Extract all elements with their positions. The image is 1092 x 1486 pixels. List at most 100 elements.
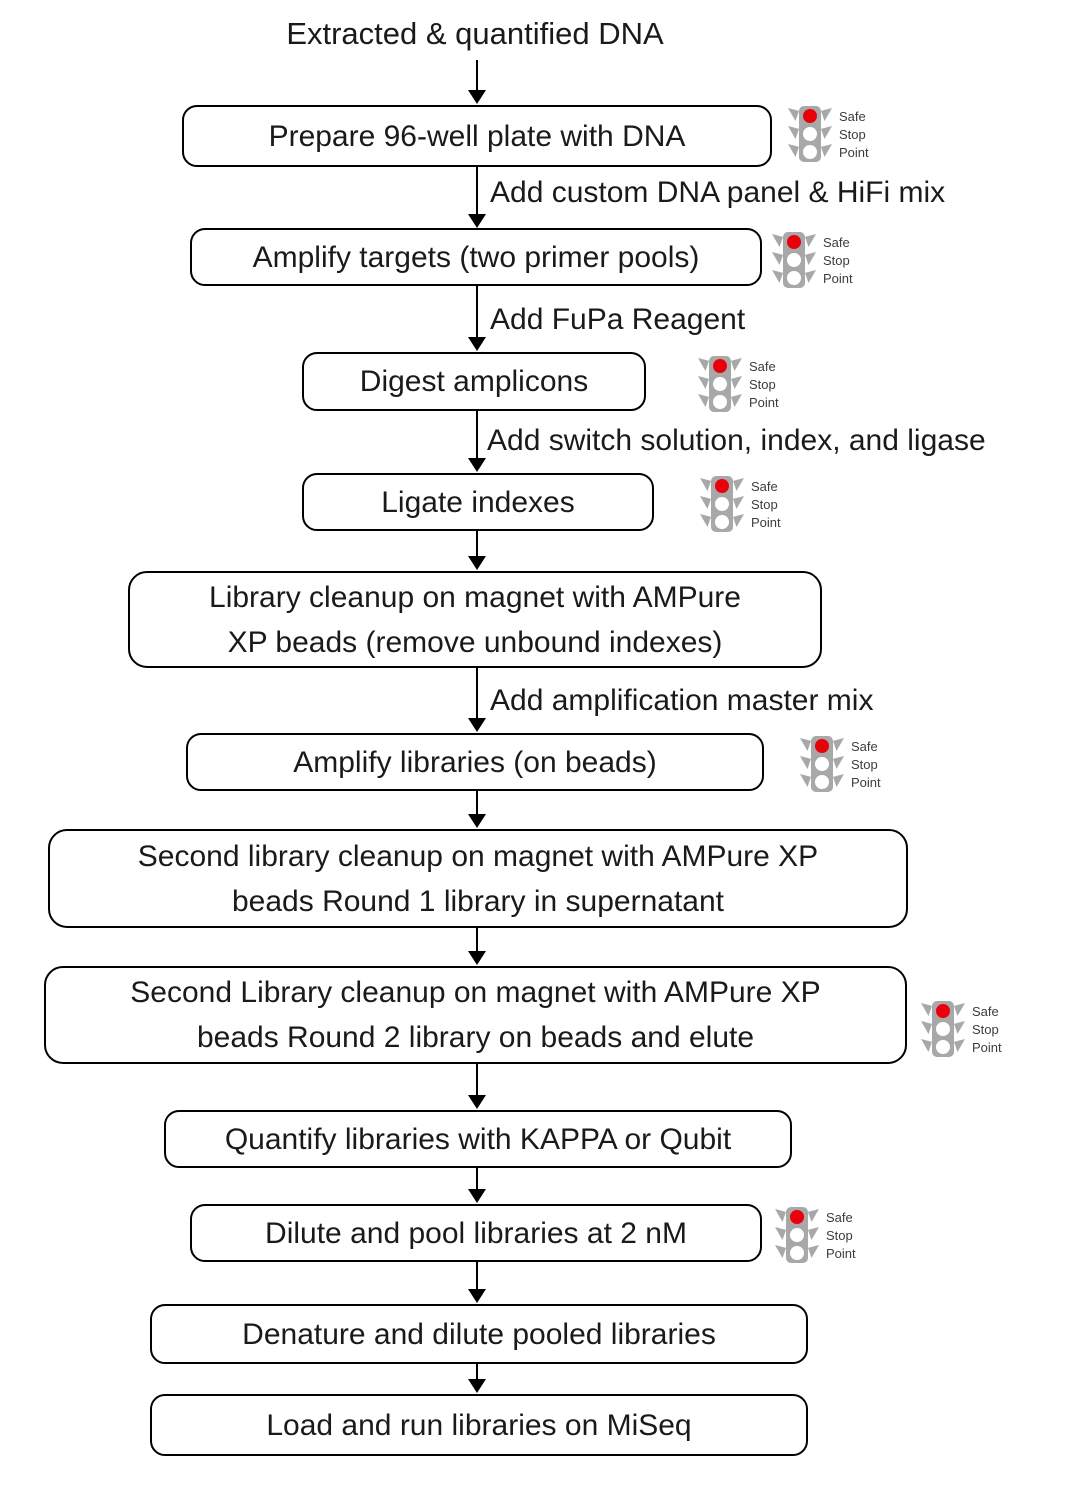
flow-arrow-down [467, 285, 486, 351]
red-light [713, 359, 727, 373]
traffic-light-visor [805, 234, 816, 247]
off-light [936, 1022, 950, 1036]
off-light [713, 377, 727, 391]
step-label-line-2: XP beads (remove unbound indexes) [227, 625, 723, 659]
edge-label-add-amplification-mix: Add amplification master mix [490, 684, 874, 717]
step-label: Amplify libraries (on beads) [293, 745, 657, 779]
traffic-light-visor [821, 108, 832, 121]
off-light [803, 145, 817, 159]
traffic-light-visor [772, 270, 783, 283]
flow-arrow-down [467, 791, 486, 828]
step-label: Quantify libraries with KAPPA or Qubit [224, 1122, 732, 1156]
step-ligate-indexes: Ligate indexes [302, 473, 654, 531]
safe-stop-point-label: Safe Stop Point [749, 358, 779, 410]
traffic-light-visor [700, 478, 711, 491]
safe-stop-point-label: Safe Stop Point [826, 1209, 856, 1261]
traffic-light-visor [731, 394, 742, 407]
off-light [790, 1228, 804, 1242]
traffic-light-visor [800, 774, 811, 787]
traffic-light-visor [833, 756, 844, 769]
step-label-line-2: beads Round 1 library in supernatant [232, 884, 724, 918]
traffic-light-visor [733, 514, 744, 527]
step-dilute-and-pool-libraries: Dilute and pool libraries at 2 nM [190, 1204, 762, 1262]
traffic-light-visor [833, 738, 844, 751]
safe-stop-point-indicator: Safe Stop Point [788, 106, 869, 163]
off-light [815, 757, 829, 771]
traffic-light-visor [800, 756, 811, 769]
traffic-light-visor [775, 1209, 786, 1222]
safe-stop-point-label: Safe Stop Point [823, 234, 853, 286]
flow-arrow-down [467, 167, 486, 228]
safe-stop-point-indicator: Safe Stop Point [921, 1001, 1002, 1058]
red-light [803, 109, 817, 123]
step-label: Digest amplicons [359, 365, 589, 398]
step-label: Load and run libraries on MiSeq [266, 1408, 692, 1442]
safe-stop-point-indicator: Safe Stop Point [698, 356, 779, 413]
traffic-light-icon [772, 232, 816, 289]
step-second-cleanup-round-1: Second library cleanup on magnet with AM… [48, 829, 908, 928]
off-light [787, 253, 801, 267]
off-light [936, 1040, 950, 1054]
step-label: Prepare 96-well plate with DNA [268, 119, 686, 153]
off-light [787, 271, 801, 285]
off-light [803, 127, 817, 141]
step-digest-amplicons: Digest amplicons [302, 352, 646, 411]
flow-arrow-down [467, 531, 486, 570]
red-light [815, 739, 829, 753]
traffic-light-icon [788, 106, 832, 163]
traffic-light-visor [775, 1227, 786, 1240]
traffic-light-visor [698, 376, 709, 389]
traffic-light-visor [700, 514, 711, 527]
traffic-light-visor [772, 234, 783, 247]
off-light [790, 1246, 804, 1260]
flow-arrow-down [467, 60, 486, 104]
flow-arrow-down [467, 411, 486, 472]
traffic-light-visor [788, 126, 799, 139]
safe-stop-point-indicator: Safe Stop Point [775, 1207, 856, 1264]
step-amplify-libraries: Amplify libraries (on beads) [186, 733, 764, 791]
traffic-light-visor [833, 774, 844, 787]
traffic-light-icon [800, 736, 844, 793]
traffic-light-visor [788, 144, 799, 157]
safe-stop-point-indicator: Safe Stop Point [700, 476, 781, 533]
edge-label-add-custom-dna-panel: Add custom DNA panel & HiFi mix [490, 176, 946, 209]
step-label: Denature and dilute pooled libraries [242, 1317, 716, 1351]
red-light [715, 479, 729, 493]
red-light [790, 1210, 804, 1224]
off-light [713, 395, 727, 409]
flow-arrow-down [467, 1262, 486, 1303]
step-label: Ligate indexes [381, 485, 575, 519]
traffic-light-visor [954, 1003, 965, 1016]
traffic-light-visor [808, 1209, 819, 1222]
flow-arrow-down [467, 1364, 486, 1393]
traffic-light-visor [921, 1003, 932, 1016]
flow-arrow-down [467, 928, 486, 965]
edge-label-add-fupa-reagent: Add FuPa Reagent [490, 303, 746, 336]
traffic-light-visor [772, 252, 783, 265]
traffic-light-visor [921, 1021, 932, 1034]
red-light [787, 235, 801, 249]
flow-arrow-down [467, 668, 486, 732]
traffic-light-visor [808, 1245, 819, 1258]
traffic-light-visor [921, 1039, 932, 1052]
safe-stop-point-label: Safe Stop Point [751, 478, 781, 530]
step-amplify-targets: Amplify targets (two primer pools) [190, 228, 762, 286]
red-light [936, 1004, 950, 1018]
step-label: Amplify targets (two primer pools) [252, 240, 700, 274]
step-label-line-2: beads Round 2 library on beads and elute [196, 1021, 755, 1054]
diagram-title: Extracted & quantified DNA [286, 16, 664, 51]
traffic-light-icon [700, 476, 744, 533]
traffic-light-visor [775, 1245, 786, 1258]
step-label-line-1: Library cleanup on magnet with AMPure [209, 580, 741, 614]
step-denature-and-dilute: Denature and dilute pooled libraries [150, 1304, 808, 1364]
safe-stop-point-indicator: Safe Stop Point [772, 232, 853, 289]
traffic-light-visor [698, 394, 709, 407]
safe-stop-point-label: Safe Stop Point [851, 738, 881, 790]
traffic-light-icon [698, 356, 742, 413]
traffic-light-visor [700, 496, 711, 509]
traffic-light-icon [775, 1207, 819, 1264]
step-library-cleanup: Library cleanup on magnet with AMPure XP… [128, 571, 822, 668]
safe-stop-point-label: Safe Stop Point [839, 108, 869, 160]
step-label-line-1: Second library cleanup on magnet with AM… [137, 839, 819, 873]
